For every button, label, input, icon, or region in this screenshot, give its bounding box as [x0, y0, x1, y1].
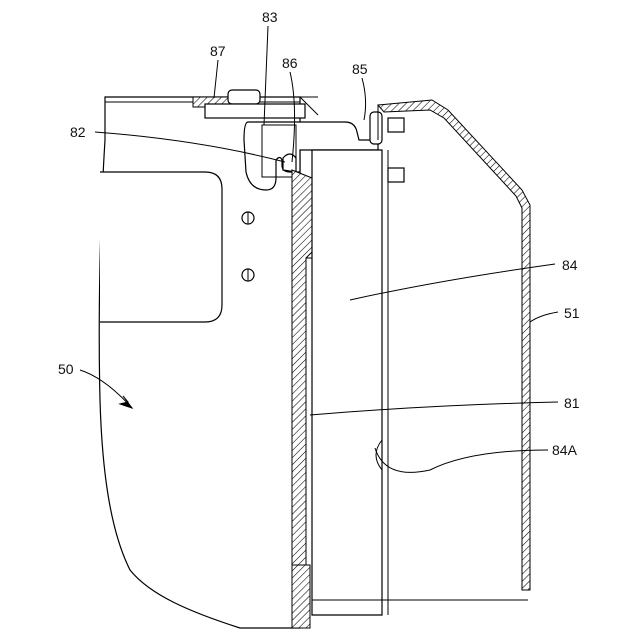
partition-81	[292, 170, 312, 628]
hook-86	[283, 154, 296, 172]
label-51: 51	[564, 305, 580, 321]
label-50: 50	[58, 361, 74, 377]
cover-84	[312, 150, 528, 615]
screw-hole-lower	[242, 269, 254, 281]
body-recess-window	[100, 172, 222, 322]
top-assembly	[193, 90, 318, 118]
label-81: 81	[564, 395, 580, 411]
label-83: 83	[262, 9, 278, 25]
label-87: 87	[210, 43, 226, 59]
screw-hole-upper	[242, 212, 254, 224]
label-86: 86	[282, 55, 298, 71]
label-82: 82	[70, 124, 86, 140]
screw-head	[228, 90, 260, 104]
label-84: 84	[562, 257, 578, 273]
label-84a: 84A	[552, 442, 578, 458]
label-85: 85	[352, 61, 368, 77]
